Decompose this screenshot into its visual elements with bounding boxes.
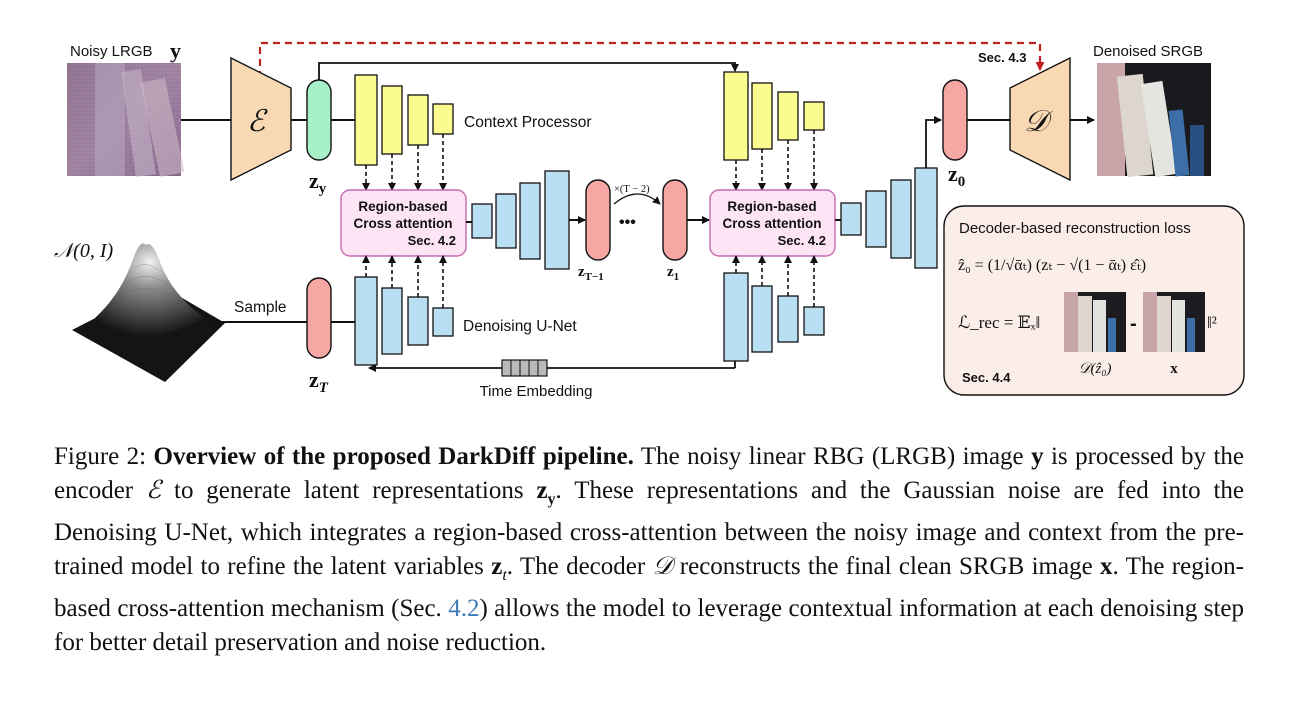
latent-z1 — [662, 179, 688, 261]
ztm1-label: zT−1 — [578, 264, 604, 283]
encoder — [230, 56, 292, 182]
latent-zy — [306, 79, 332, 161]
pipeline-diagram: Noisy LRGB y Sec. 4.3 ℰ zy Context Proce… — [54, 38, 1245, 400]
sec43-label: Sec. 4.3 — [978, 50, 1026, 65]
context-processor-label: Context Processor — [464, 114, 592, 131]
loss-eq2-lhs: ℒ_rec = 𝔼ₓ‖ — [958, 313, 1040, 332]
context-processor-left — [354, 74, 454, 166]
noisy-symbol: y — [170, 38, 181, 63]
loop-label: ×(T − 2) — [614, 184, 650, 195]
latent-ztm1 — [585, 179, 611, 261]
zy-label: zy — [309, 168, 327, 197]
zT-label: zT — [309, 367, 329, 396]
attn-left-line1: Region-based — [358, 199, 447, 214]
dots: ••• — [619, 214, 636, 231]
time-embedding-block — [501, 359, 548, 377]
attn-left-sec: Sec. 4.2 — [408, 233, 456, 248]
loss-x-image — [1143, 292, 1205, 352]
attn-right-line1: Region-based — [727, 199, 816, 214]
figure-caption: Figure 2: Overview of the proposed DarkD… — [54, 443, 1245, 656]
unet-decoder-blocks — [840, 167, 938, 269]
time-embedding-label: Time Embedding — [480, 383, 593, 400]
noisy-label: Noisy LRGB — [70, 43, 153, 60]
denoised-output-image — [1097, 63, 1211, 178]
attn-left-line2: Cross attention — [353, 216, 452, 231]
cross-attention-right — [709, 189, 836, 257]
loss-eq1: ẑ₀ = (1/√ᾱₜ) (zₜ − √(1 − ᾱₜ) ε̂ₜ) — [958, 257, 1146, 274]
caption-prefix: Figure 2: — [54, 443, 154, 470]
normal-dist-label: 𝒩(0, I) — [54, 240, 113, 262]
attn-right-line2: Cross attention — [722, 216, 821, 231]
unet-encoder — [354, 276, 454, 366]
skip-connection — [258, 41, 1045, 78]
latent-z0 — [942, 79, 968, 161]
denoised-label: Denoised SRGB — [1093, 43, 1203, 60]
loss-title: Decoder-based reconstruction loss — [959, 220, 1191, 237]
loss-x-label: x — [1170, 361, 1178, 377]
loss-sec: Sec. 4.4 — [962, 370, 1011, 385]
loss-dec-image — [1064, 292, 1126, 352]
attn-right-sec: Sec. 4.2 — [778, 233, 826, 248]
noisy-input-image — [67, 63, 185, 178]
loss-eq2-rhs: ‖² — [1207, 313, 1217, 332]
unet-right-bottom — [723, 272, 825, 362]
decoder — [1009, 56, 1071, 182]
caption-title: Overview of the proposed DarkDiff pipeli… — [153, 443, 634, 470]
section-ref-link[interactable]: 4.2 — [448, 595, 480, 622]
sample-label: Sample — [234, 299, 287, 316]
denoising-unet-label: Denoising U-Net — [463, 318, 577, 335]
unet-middle-blocks — [471, 170, 570, 270]
gaussian-surface — [72, 243, 225, 382]
encoder-symbol: ℰ — [247, 105, 268, 138]
latent-zT — [306, 277, 332, 359]
context-processor-right — [723, 71, 825, 161]
loss-minus: - — [1130, 313, 1137, 335]
z1-label: z1 — [667, 264, 679, 283]
loss-dec-label: 𝒟(ẑ₀) — [1078, 361, 1111, 377]
z0-label: z0 — [948, 161, 965, 190]
